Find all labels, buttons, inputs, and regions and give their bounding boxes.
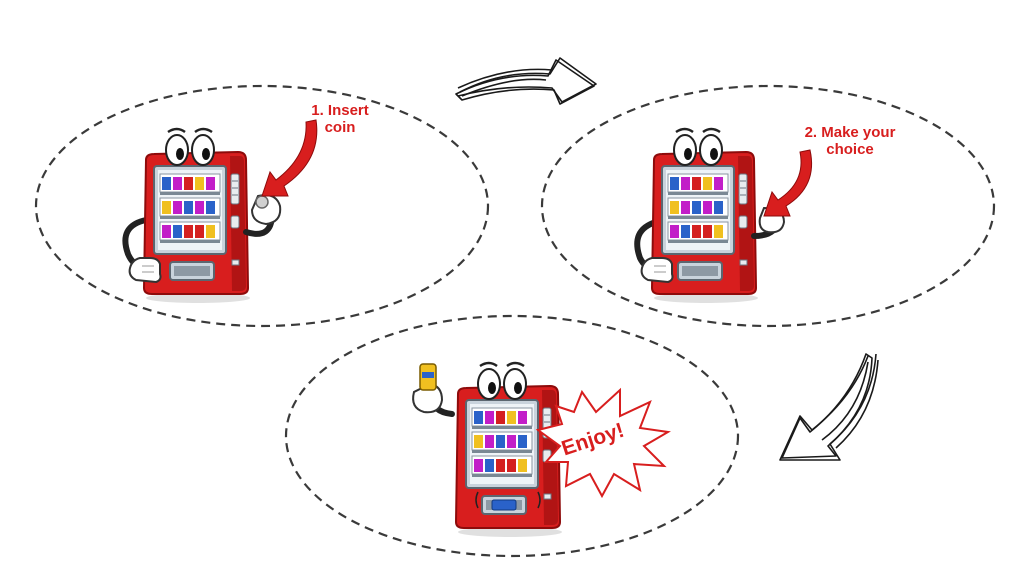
sketch-arrow-icon: [455, 57, 597, 105]
coin-icon: [255, 195, 269, 209]
vending-machine-mascot-icon: [412, 361, 564, 539]
step-1-label: 1. Insert coin: [300, 102, 380, 136]
step-1-ellipse: [34, 84, 490, 328]
step-1-label-line-2: coin: [324, 119, 356, 136]
sketch-arrow-icon: [779, 353, 879, 461]
step-2-ellipse: [540, 84, 996, 328]
step-2-label-line-2: choice: [826, 141, 874, 158]
pointer-arrow-icon: [763, 149, 813, 217]
step-1-label-line-1: 1. Insert: [311, 102, 369, 119]
pointer-arrow-icon: [261, 119, 318, 197]
step-2-label-line-1: 2. Make your: [804, 124, 896, 141]
soda-can-icon: [419, 363, 437, 391]
starburst-icon: [535, 387, 671, 499]
vending-machine-mascot-icon: [634, 127, 786, 305]
step-3-ellipse: [284, 314, 740, 558]
step-2-label: 2. Make your choice: [780, 124, 920, 158]
vending-machine-mascot-icon: [122, 127, 282, 305]
